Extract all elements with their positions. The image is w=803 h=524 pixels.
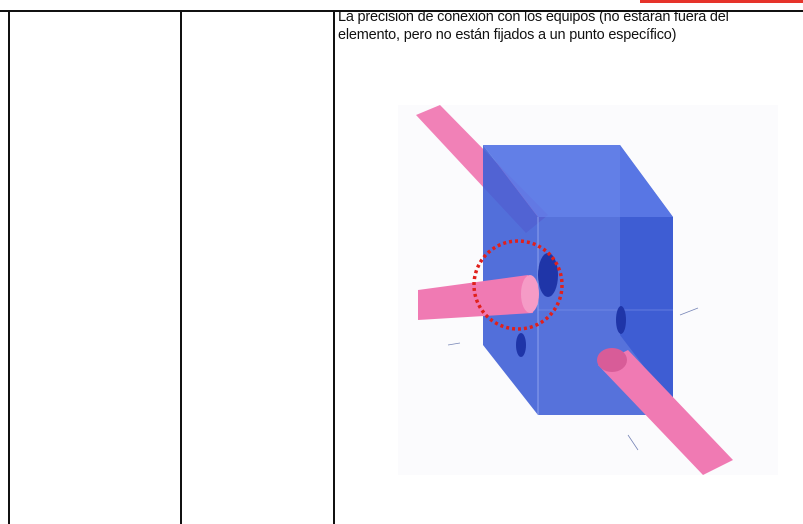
table-left-border (8, 10, 10, 524)
pipe-left-end (521, 275, 539, 313)
port-lower (516, 333, 526, 357)
cell-description-text: La precisión de conexión con los equipos… (338, 9, 729, 43)
dimension-markers (447, 307, 699, 451)
port-left (538, 253, 558, 297)
pipe-lower-end (597, 348, 627, 372)
connection-precision-figure (398, 105, 778, 475)
box-top-face (483, 145, 673, 217)
column-divider-1 (180, 10, 182, 524)
highlight-circle (472, 239, 564, 331)
port-right (616, 306, 626, 334)
pipe-left (418, 275, 533, 320)
table-top-border (0, 10, 803, 12)
column-divider-2 (333, 10, 335, 524)
red-top-bar (640, 0, 803, 3)
figure-illustration (398, 105, 778, 475)
pipe-lower (598, 350, 733, 475)
